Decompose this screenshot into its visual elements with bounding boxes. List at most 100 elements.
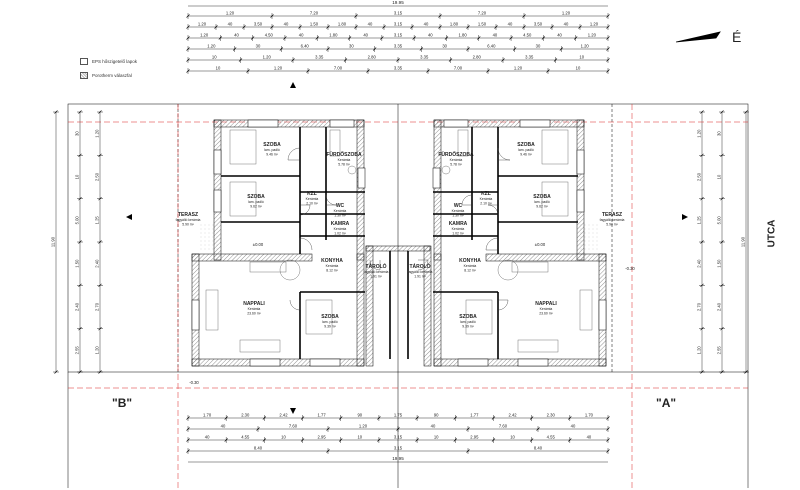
- dimension-slash: [347, 36, 352, 40]
- window-opening: [432, 167, 441, 189]
- dimension-label: 2.40: [696, 259, 701, 268]
- street-label: UTCA: [766, 219, 778, 248]
- dimension-slash: [522, 14, 526, 18]
- room-name: TÁROLÓ: [409, 262, 430, 270]
- dimension-slash: [78, 283, 82, 288]
- dimension-label: 1.25: [696, 216, 701, 225]
- dimension-label: 7.00: [454, 65, 463, 70]
- room-finish: fagyálló kerámia: [600, 218, 625, 222]
- furniture-item: [239, 339, 281, 353]
- room-area: 1.91 m²: [414, 275, 426, 279]
- dimension-label: 40: [564, 21, 569, 26]
- wall-segment: [433, 119, 442, 261]
- dimension-slash: [720, 110, 724, 114]
- wall-segment: [433, 253, 442, 367]
- dimension-label: 1.50: [74, 259, 79, 268]
- dimension-label: 1.20: [696, 346, 701, 355]
- dimension-slash: [501, 58, 505, 62]
- dimension-label: 1.80: [338, 21, 347, 26]
- dimension-label: 1.50: [478, 21, 487, 26]
- dimension-slash: [415, 438, 419, 442]
- room-area: 9.39 m²: [462, 325, 474, 329]
- door-swing: [487, 204, 499, 216]
- dimension-label: 1.20: [200, 32, 209, 37]
- dimension-label: 1.20: [263, 54, 272, 59]
- room-name: TÁROLÓ: [365, 262, 386, 270]
- north-mark: É: [732, 29, 741, 45]
- dimension-label: 3.15: [394, 434, 403, 439]
- dimension-slash: [78, 153, 82, 158]
- dimension-label: 30: [256, 43, 261, 48]
- dimension-slash: [326, 449, 330, 453]
- room-area: 1.91 m²: [370, 275, 382, 279]
- dimension-label: 3.15: [394, 21, 403, 26]
- section-markers: [126, 82, 688, 414]
- window-opening: [213, 149, 222, 175]
- dimension-slash: [491, 416, 496, 420]
- dimension-slash: [438, 25, 442, 29]
- dimension-label: 10: [576, 65, 581, 70]
- level-mark: ±0.00: [535, 242, 546, 247]
- dimension-label: 30: [74, 131, 79, 136]
- dimension-slash: [246, 69, 250, 73]
- dimension-slash: [438, 14, 442, 18]
- furniture-item: [497, 259, 519, 281]
- dimension-slash: [339, 416, 343, 420]
- right-dimension-chains: 11.9030105.001.502.402.551.202.501.252.4…: [696, 110, 749, 374]
- wall-segment: [356, 119, 365, 261]
- dimension-label: 1.75: [394, 412, 403, 417]
- room-area: 2.10 m²: [306, 202, 318, 206]
- dimension-slash: [98, 326, 102, 331]
- dimension-label: 40: [428, 32, 433, 37]
- door-swing: [461, 194, 473, 206]
- window-opening: [309, 358, 341, 367]
- room-name: SZOBA: [517, 142, 535, 148]
- dimension-slash: [343, 58, 348, 62]
- dimension-label: 11.90: [50, 236, 55, 247]
- dimension-label: 3.35: [420, 54, 429, 59]
- furniture-layout: [200, 129, 598, 353]
- furniture-item: [347, 165, 357, 175]
- furniture-item: [541, 181, 569, 217]
- dimension-slash: [509, 36, 513, 40]
- dimension-label: 40: [431, 423, 436, 428]
- dimension-label: 1.20: [562, 10, 571, 15]
- legend-label: Porotherm válaszfal: [92, 72, 132, 78]
- dimension-label: 1.70: [203, 412, 212, 417]
- room-finish: lam. padló: [322, 320, 338, 324]
- dimension-slash: [186, 14, 190, 18]
- dimension-slash: [186, 438, 190, 442]
- room-area: 2.10 m²: [480, 202, 492, 206]
- setback-lines: [68, 104, 748, 490]
- dimension-label: 40: [299, 32, 304, 37]
- dimension-label: 2.95: [318, 434, 327, 439]
- room-finish: Kerámia: [248, 307, 261, 311]
- dimension-label: 30: [349, 43, 354, 48]
- dimension-slash: [186, 47, 190, 51]
- door-swing: [497, 299, 509, 311]
- dimension-slash: [78, 240, 82, 244]
- room-name: FÜRDŐSZOBA: [438, 151, 474, 158]
- dimension-label: 1.20: [207, 43, 216, 48]
- dimension-label: 10: [74, 174, 79, 179]
- dimension-label: 7.20: [310, 10, 319, 15]
- room-area: 23.60 m²: [539, 312, 553, 316]
- dimension-slash: [291, 58, 295, 62]
- window-opening: [517, 358, 549, 367]
- dimension-label: 10: [216, 65, 221, 70]
- dimension-label: 1.80: [450, 21, 459, 26]
- dimension-slash: [744, 110, 748, 114]
- room-name: KAMRA: [449, 221, 468, 227]
- dimension-slash: [606, 438, 610, 442]
- room-finish: fagyálló kerámia: [408, 270, 433, 274]
- room-area: 1.02 m²: [334, 232, 346, 236]
- dimension-slash: [448, 58, 453, 62]
- dimension-slash: [606, 449, 610, 453]
- room-area: 9.39 m²: [324, 325, 336, 329]
- dimension-slash: [78, 110, 82, 114]
